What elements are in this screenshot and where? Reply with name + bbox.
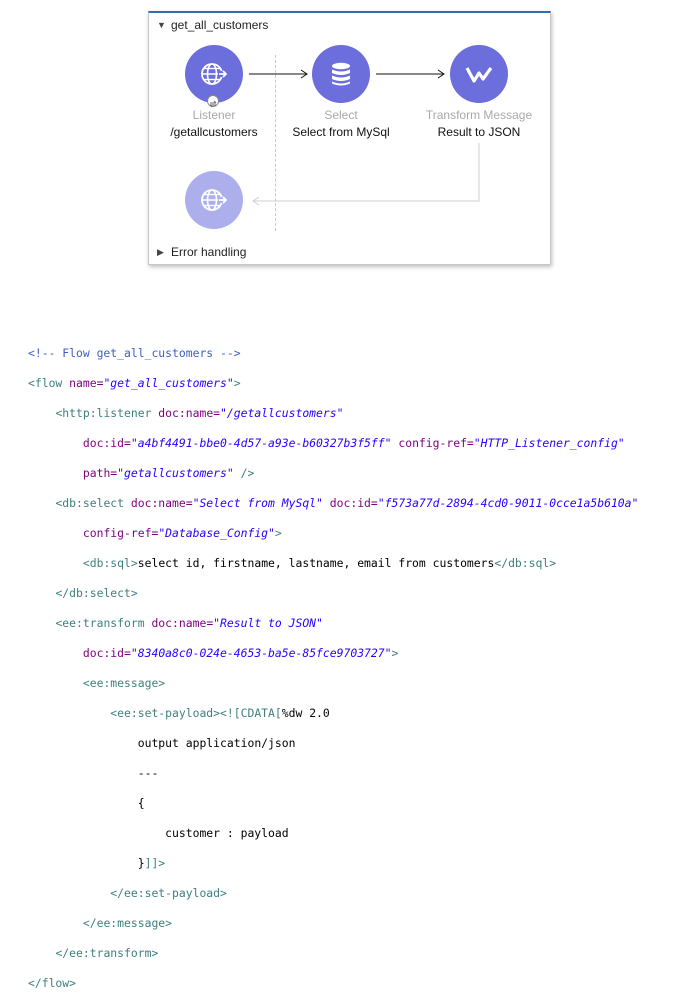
xml-value: "/getallcustomers" [220,406,344,420]
transform-type: Transform Message [425,108,533,122]
sql-query: select id, firstname, lastname, email fr… [137,556,495,570]
xml-tag: </ee:set-payload> [110,886,227,900]
globe-icon [201,189,228,211]
dw-code: output application/json [137,736,296,750]
xml-attr: doc:name= [124,496,193,510]
flow-arrow [249,69,308,79]
error-handling-toggle[interactable]: ▶ Error handling [157,244,246,260]
xml-tag: > [274,526,282,540]
xml-attr: config-ref= [391,436,474,450]
xml-value: "Database_Config" [158,526,275,540]
dw-code: %dw 2.0 [281,706,330,720]
error-handling-label: Error handling [171,245,247,259]
transform-label: Result to JSON [437,125,521,139]
flow-arrow [376,69,445,79]
xml-attr: doc:name= [151,406,221,420]
transform-node[interactable] [450,45,508,103]
xml-code-block: <!-- Flow get_all_customers --> <flow na… [28,331,638,1006]
xml-attr: doc:id= [82,646,131,660]
xml-attr: path= [82,466,118,480]
flow-canvas: ▼ get_all_customers Listener /getallcust… [148,11,551,265]
listener-label: /getallcustomers [170,125,258,139]
source-divider [275,55,276,231]
xml-attr: name= [62,376,104,390]
transform-icon [465,67,493,83]
xml-value: "HTTP_Listener_config" [473,436,625,450]
response-node[interactable] [185,171,243,229]
xml-tag: <flow [28,376,63,390]
xml-tag: </ee:message> [82,916,173,930]
xml-tag: <ee:message> [82,676,166,690]
expand-triangle-icon[interactable]: ▶ [157,246,164,257]
select-type: Select [324,108,358,122]
xml-value: "f573a77d-2894-4cd0-9011-0cce1a5b610a" [377,496,639,510]
dw-code: { [137,796,145,810]
xml-cdata: ]]> [144,856,166,870]
xml-value: "Result to JSON" [213,616,323,630]
sync-icon [207,95,219,108]
flow-header[interactable]: ▼ get_all_customers [157,17,268,33]
xml-value: "getallcustomers" [117,466,234,480]
xml-attr: doc:id= [322,496,378,510]
xml-tag: <db:sql> [82,556,138,570]
xml-comment: <!-- Flow get_all_customers --> [28,346,241,360]
xml-attr: doc:name= [144,616,214,630]
xml-tag: <db:select [55,496,125,510]
xml-tag: </db:select> [55,586,138,600]
xml-value: "get_all_customers" [103,376,234,390]
xml-value: "8340a8c0-024e-4653-ba5e-85fce9703727" [130,646,392,660]
listener-type: Listener [192,108,236,122]
xml-tag: </db:sql> [494,556,557,570]
xml-tag: > [233,376,241,390]
dw-code: } [137,856,145,870]
xml-tag: </flow> [28,976,77,990]
xml-attr: doc:id= [82,436,131,450]
xml-value: "a4bf4491-bbe0-4d57-a93e-b60327b3f5ff" [130,436,392,450]
select-node[interactable] [312,45,370,103]
xml-tag: <http:listener [55,406,152,420]
collapse-triangle-icon[interactable]: ▼ [157,20,166,30]
xml-tag: <ee:transform [55,616,145,630]
xml-attr: config-ref= [82,526,159,540]
dw-code: customer : payload [165,826,289,840]
globe-icon [201,63,228,85]
xml-cdata: <![CDATA[ [220,706,282,720]
xml-tag: </ee:transform> [55,946,159,960]
select-label: Select from MySql [292,125,390,139]
xml-tag: > [391,646,399,660]
xml-value: "Select from MySql" [192,496,323,510]
listener-node[interactable] [185,45,243,103]
xml-tag: /> [233,466,255,480]
database-icon [332,62,350,86]
xml-tag: <ee:set-payload> [110,706,221,720]
flow-name: get_all_customers [171,18,269,32]
response-arrow [252,143,480,206]
dw-code: --- [137,766,159,780]
